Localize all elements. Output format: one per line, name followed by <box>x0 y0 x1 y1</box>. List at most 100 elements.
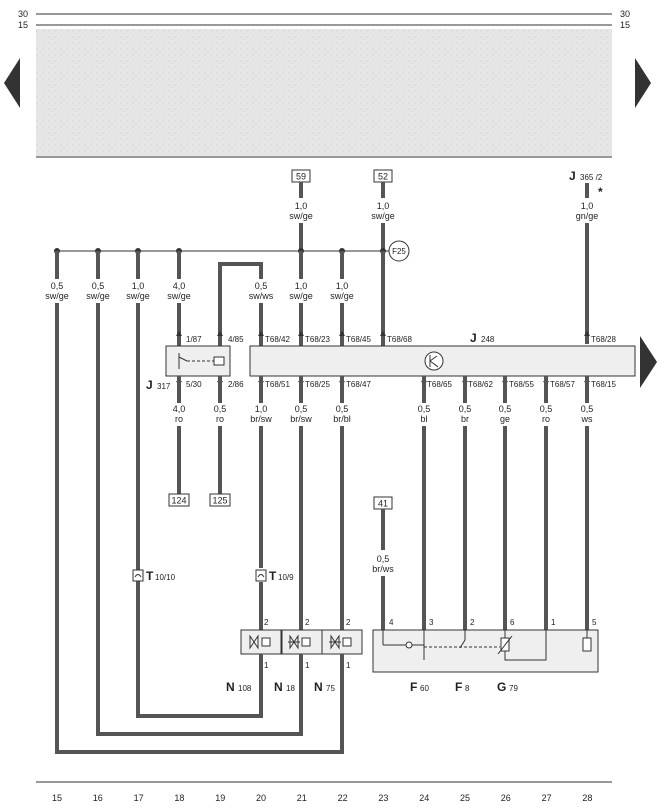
ecu-pin-t68-47: T68/47 <box>346 380 371 389</box>
svg-text:1,0: 1,0 <box>336 281 349 291</box>
bus-wire-15-label: 0,5 sw/ge <box>45 281 69 301</box>
supply-rails: 30 15 30 15 <box>18 9 630 30</box>
svg-text:0,5: 0,5 <box>92 281 105 291</box>
rail-30-label-left: 30 <box>18 9 28 19</box>
continue-right-arrow-icon[interactable] <box>640 336 657 388</box>
valve-n108: 2 1 N 108 <box>226 618 282 694</box>
ecu-pin-t68-42: T68/42 <box>265 335 290 344</box>
bus-wire-18-label: 4,0 sw/ge <box>167 281 191 301</box>
bus-wire-20-label: 0,5 sw/ws <box>249 281 274 301</box>
relay-sub: 317 <box>157 382 171 391</box>
column-number-23: 23 <box>378 793 388 803</box>
svg-text:br/sw: br/sw <box>250 414 272 424</box>
svg-text:8: 8 <box>465 684 470 693</box>
ecu-pin-t68-65: T68/65 <box>427 380 452 389</box>
svg-text:365 /2: 365 /2 <box>580 173 603 182</box>
ecu-pin-t68-68: T68/68 <box>387 335 412 344</box>
column-number-26: 26 <box>501 793 511 803</box>
svg-text:4,0: 4,0 <box>173 281 186 291</box>
lower-wire-21-label: 0,5 br/sw <box>290 404 312 424</box>
grey-band <box>36 29 612 156</box>
svg-text:0,5: 0,5 <box>336 404 349 414</box>
svg-text:sw/ge: sw/ge <box>330 291 354 301</box>
ecu-letter: J <box>470 331 477 345</box>
column-number-25: 25 <box>460 793 470 803</box>
svg-text:0,5: 0,5 <box>499 404 512 414</box>
ecu-pin-t68-62: T68/62 <box>468 380 493 389</box>
lower-wire-27-label: 0,5 ro <box>540 404 553 424</box>
j365-label: J 365 /2 * <box>569 169 603 199</box>
svg-text:2: 2 <box>346 618 351 627</box>
wire-52-label: 1,0 sw/ge <box>371 201 395 221</box>
rail-15-label-right: 15 <box>620 20 630 30</box>
sensor-f8-label: F 8 <box>455 680 470 694</box>
connector-t10-10: T 10/10 <box>132 569 176 583</box>
valve-n18: 2 1 N 18 <box>274 618 323 694</box>
ecu-pin-t68-28: T68/28 <box>591 335 616 344</box>
svg-text:108: 108 <box>238 684 252 693</box>
svg-text:0,5: 0,5 <box>377 554 390 564</box>
column-number-22: 22 <box>338 793 348 803</box>
sensor-group: 4 3 2 6 1 5 <box>372 618 599 673</box>
bus-wire-16-label: 0,5 sw/ge <box>86 281 110 301</box>
rail-15-label-left: 15 <box>18 20 28 30</box>
svg-text:ro: ro <box>216 414 224 424</box>
svg-text:1: 1 <box>305 661 310 670</box>
terminal-124: 124 <box>168 493 190 507</box>
lower-wire-26-label: 0,5 ge <box>499 404 512 424</box>
asterisk-mark: * <box>598 185 603 199</box>
column-number-28: 28 <box>582 793 592 803</box>
svg-text:1,0: 1,0 <box>255 404 268 414</box>
lower-wire-19-label: 0,5 ro <box>214 404 227 424</box>
svg-text:0,5: 0,5 <box>540 404 553 414</box>
svg-text:1,0: 1,0 <box>132 281 145 291</box>
terminal-125: 125 <box>209 493 231 507</box>
column-number-21: 21 <box>297 793 307 803</box>
svg-text:br/ws: br/ws <box>372 564 394 574</box>
svg-text:G: G <box>497 680 506 694</box>
svg-text:0,5: 0,5 <box>459 404 472 414</box>
svg-text:1: 1 <box>551 618 556 627</box>
svg-text:125: 125 <box>212 496 227 506</box>
prev-page-arrow-icon[interactable] <box>4 58 20 108</box>
lower-wire-24-label: 0,5 bl <box>418 404 431 424</box>
svg-text:59: 59 <box>296 172 306 182</box>
svg-text:0,5: 0,5 <box>295 404 308 414</box>
ecu-sub: 248 <box>481 335 495 344</box>
relay-letter: J <box>146 378 153 392</box>
rail-30-label-right: 30 <box>620 9 630 19</box>
svg-text:10/10: 10/10 <box>155 573 176 582</box>
ecu-pin-t68-23: T68/23 <box>305 335 330 344</box>
svg-text:0,5: 0,5 <box>255 281 268 291</box>
relay-pin-4-85: 4/85 <box>228 335 244 344</box>
svg-text:60: 60 <box>420 684 429 693</box>
lower-wire-18-label: 4,0 ro <box>173 404 186 424</box>
svg-text:J: J <box>569 169 576 183</box>
svg-text:0,5: 0,5 <box>418 404 431 414</box>
svg-text:2: 2 <box>305 618 310 627</box>
sensor-f60-label: F 60 <box>410 680 429 694</box>
svg-text:5: 5 <box>592 618 597 627</box>
wire-365-label: 1,0 gn/ge <box>576 201 599 221</box>
transistor-icon <box>429 355 439 368</box>
svg-text:1,0: 1,0 <box>295 281 308 291</box>
sensor-g79-label: G 79 <box>497 680 518 694</box>
svg-text:sw/ge: sw/ge <box>289 291 313 301</box>
column-number-18: 18 <box>174 793 184 803</box>
column-number-24: 24 <box>419 793 429 803</box>
svg-text:1,0: 1,0 <box>581 201 594 211</box>
lower-wire-28-label: 0,5 ws <box>581 404 594 424</box>
svg-text:gn/ge: gn/ge <box>576 211 599 221</box>
svg-text:ro: ro <box>175 414 183 424</box>
svg-text:1,0: 1,0 <box>295 201 308 211</box>
next-page-arrow-icon[interactable] <box>635 58 651 108</box>
ecu-pin-t68-57: T68/57 <box>550 380 575 389</box>
svg-text:N: N <box>226 680 235 694</box>
svg-text:79: 79 <box>509 684 518 693</box>
fuse-f25: F25 <box>383 240 410 262</box>
svg-text:sw/ge: sw/ge <box>289 211 313 221</box>
svg-text:T: T <box>269 569 277 583</box>
svg-text:ws: ws <box>581 414 593 424</box>
svg-text:sw/ge: sw/ge <box>45 291 69 301</box>
